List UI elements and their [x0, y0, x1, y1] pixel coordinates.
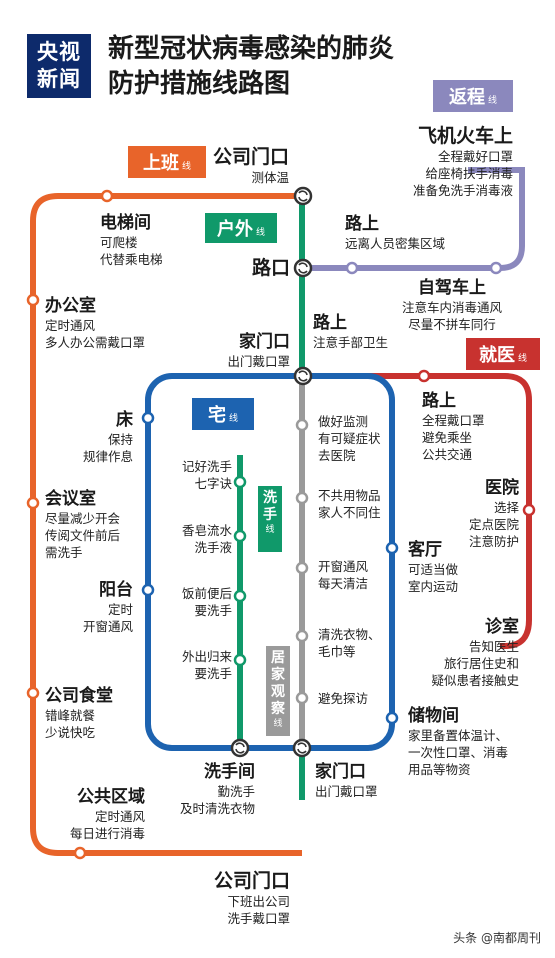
handwash-stop-4: 外出归来 要洗手: [181, 649, 232, 681]
observation-stop-1: 做好监测 有可疑症状 去医院: [318, 414, 381, 463]
page-title: 新型冠状病毒感染的肺炎 防护措施线路图: [108, 32, 394, 102]
shangban-line: [30, 193, 303, 856]
interchange-lukou: [293, 258, 313, 278]
handwash-stop-2: 香皂流水 洗手液: [181, 523, 232, 555]
station-yiyuan: 医院 选择 定点医院 注意防护: [468, 478, 519, 549]
station-lushang-jiuyi: 路上 全程戴口罩 避免乘坐 公共交通: [422, 391, 485, 462]
station-yangtai: 阳台 定时 开窗通风: [82, 580, 133, 634]
station-keting: 客厅 可适当做 室内运动: [408, 540, 459, 594]
station-gongsi-bottom: 公司门口 下班出公司 洗手戴口罩: [213, 870, 290, 926]
station-xishoujian: 洗手间 勤洗手 及时清洗衣物: [179, 762, 255, 816]
cctv-news-logo: 央视 新闻: [27, 34, 91, 98]
station-feiji: 飞机火车上 全程戴好口罩 给座椅扶手消毒 准备免洗手消毒液: [412, 125, 513, 198]
station-zhensuo: 诊室 告知医生 旅行居住史和 疑似患者接触史: [431, 617, 519, 688]
station-jiamen-top: 家门口 出门戴口罩: [227, 332, 290, 369]
observation-stop-2: 不共用物品 家人不同住: [318, 488, 381, 520]
logo-text-2: 新闻: [37, 67, 81, 91]
interchange-xishoujian: [230, 738, 250, 758]
tag-xishou: 洗手 线: [258, 486, 282, 552]
station-gongsi-top: 公司门口 测体温: [212, 146, 289, 185]
tag-huwai: 户外线: [205, 213, 277, 243]
interchange-gongsi: [293, 186, 313, 206]
station-lushang-huwai: 路上 注意手部卫生: [313, 313, 389, 350]
station-dianti: 电梯间 可爬楼 代替乘电梯: [100, 213, 163, 267]
station-chuang: 床 保持 规律作息: [82, 410, 133, 464]
station-chuwu: 储物间 家里备置体温计、 一次性口罩、消毒 用品等物资: [408, 706, 509, 777]
station-jiamen-bottom: 家门口 出门戴口罩: [315, 762, 378, 799]
station-zijia: 自驾车上 注意车内消毒通风 尽量不拼车同行: [401, 278, 502, 332]
tag-jujia: 居家观察 线: [266, 646, 290, 736]
station-gonggong: 公共区域 定时通风 每日进行消毒: [69, 787, 145, 841]
interchange-jiamen: [293, 366, 313, 386]
station-bangong: 办公室 定时通风 多人办公需戴口罩: [45, 296, 146, 350]
station-lukou: 路口: [251, 257, 290, 279]
station-huiyi: 会议室 尽量减少开会 传阅文件前后 需洗手: [45, 489, 121, 560]
handwash-stop-1: 记好洗手 七字诀: [181, 459, 232, 491]
tag-shangban: 上班线: [128, 146, 206, 178]
title-line-2: 防护措施线路图: [108, 69, 291, 99]
zhai-loop: [145, 373, 395, 751]
logo-text-1: 央视: [37, 40, 81, 64]
handwash-stop-3: 饭前便后 要洗手: [181, 586, 232, 618]
title-line-1: 新型冠状病毒感染的肺炎: [108, 34, 395, 64]
tag-zhai: 宅线: [192, 398, 254, 430]
tag-fancheng: 返程线: [433, 80, 513, 112]
station-lushang-fancheng: 路上 远离人员密集区域: [345, 214, 446, 251]
tag-jiuyi: 就医线: [466, 338, 540, 370]
station-shitang: 公司食堂 错峰就餐 少说快吃: [45, 686, 113, 740]
observation-stop-3: 开窗通风 每天清洁: [318, 559, 369, 591]
interchange-jiamen-bottom: [292, 738, 312, 758]
observation-stop-5: 避免探访: [318, 691, 369, 706]
observation-stop-4: 清洗衣物、 毛巾等: [318, 627, 381, 659]
source-watermark: 头条 @南都周刊: [453, 931, 541, 945]
